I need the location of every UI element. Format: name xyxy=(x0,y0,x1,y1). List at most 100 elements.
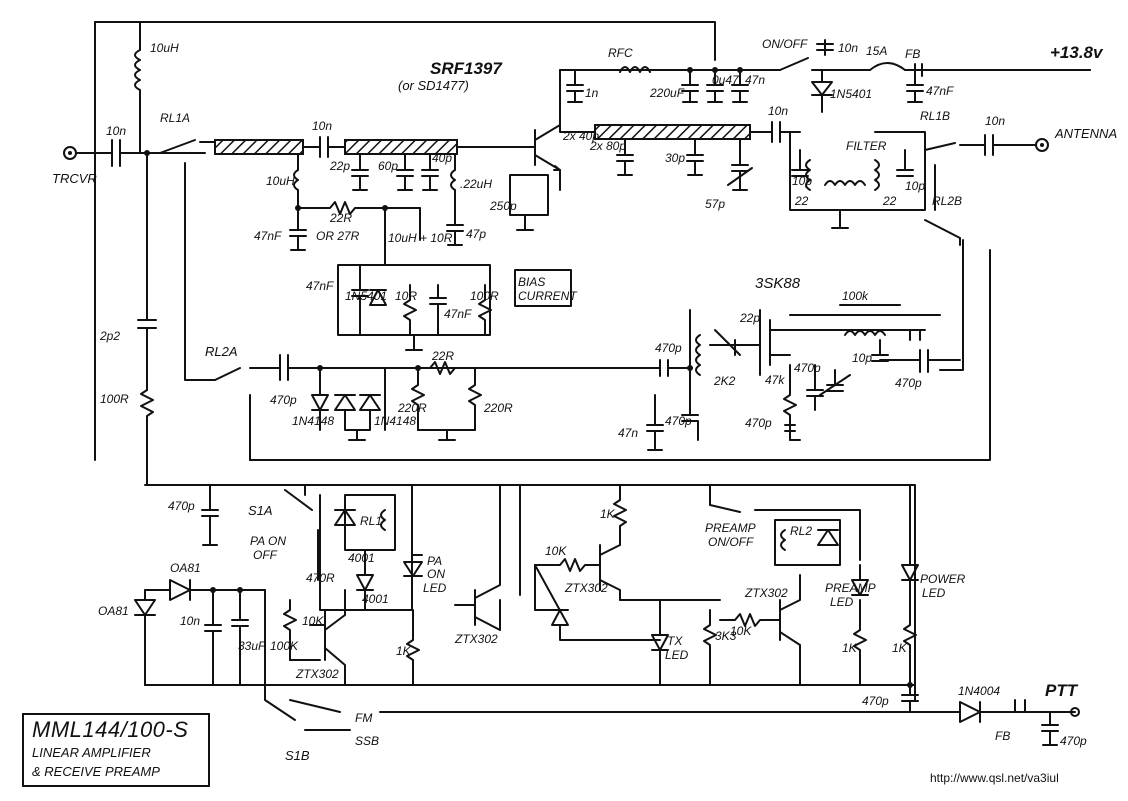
label-l-10uh-b: 10uH xyxy=(266,174,295,188)
preamp-led xyxy=(851,564,869,686)
label-d-in4148-b: 1N4148 xyxy=(374,414,416,428)
label-on-off: ON/OFF xyxy=(762,37,808,51)
title-line2: LINEAR AMPLIFIER xyxy=(32,745,151,760)
label-c-470p-a: 470p xyxy=(270,393,297,407)
label-d-in4148-a: 1N4148 xyxy=(292,414,334,428)
rf-detector xyxy=(134,579,297,686)
label-rl1: RL1 xyxy=(360,514,382,528)
label-pa-alt: (or SD1477) xyxy=(398,78,469,93)
label-l-2k2: 2K2 xyxy=(713,374,736,388)
label-c-470p-e: 470p xyxy=(665,414,692,428)
label-bias-2: CURRENT xyxy=(518,289,578,303)
label-c-10p-a: 10p xyxy=(792,174,812,188)
label-c-22-b: 22 xyxy=(882,194,897,208)
label-fm: FM xyxy=(355,711,372,725)
label-c-470p-ptt: 470p xyxy=(1060,734,1087,748)
label-r-1k-d: 1K xyxy=(892,641,908,655)
label-c-47n-top: 47n xyxy=(745,73,765,87)
label-fb-top: FB xyxy=(905,47,920,61)
rl2b-switch xyxy=(924,164,964,371)
label-r-100r: 100R xyxy=(100,392,129,406)
label-filter: FILTER xyxy=(846,139,887,153)
base-caps xyxy=(509,174,549,231)
label-c-470p-b: 470p xyxy=(655,341,682,355)
label-d-in5401-b: 1N5401 xyxy=(345,289,387,303)
label-c-0u47: 0u47 xyxy=(712,73,740,87)
preamp-attenuator xyxy=(411,361,482,441)
rfc-inductor xyxy=(619,66,651,73)
tx-led xyxy=(619,599,721,686)
label-s1b: S1B xyxy=(285,748,310,763)
label-l-10uh-top: 10uH xyxy=(150,41,179,55)
junctions xyxy=(210,67,913,688)
label-ptt: PTT xyxy=(1045,681,1079,700)
label-c-470p-c: 470p xyxy=(794,361,821,375)
label-oa81-a: OA81 xyxy=(170,561,201,575)
rl1-relay xyxy=(334,494,396,611)
preamp-fet-stage xyxy=(646,304,961,451)
label-s1a: S1A xyxy=(248,503,273,518)
q-ztx302-preamp xyxy=(719,574,801,686)
title-line3: & RECEIVE PREAMP xyxy=(32,764,160,779)
label-c-10n-sw: 10n xyxy=(838,41,858,55)
label-c-22p-a: 22p xyxy=(329,159,350,173)
label-c-33uf: 33uF xyxy=(238,639,266,653)
q-ztx302-drv xyxy=(454,484,521,631)
label-bias-1: BIAS xyxy=(518,275,545,289)
label-rl2b: RL2B xyxy=(932,194,962,208)
input-inductor xyxy=(134,21,141,154)
label-pa-led-2: ON xyxy=(427,567,445,581)
label-c-47nf-b: 47nF xyxy=(306,279,334,293)
label-c-2x80p: 2x 80p xyxy=(589,139,626,153)
label-pa-transistor: SRF1397 xyxy=(430,59,503,78)
label-l-22uh: .22uH xyxy=(460,177,492,191)
q-ztx302-tx xyxy=(534,484,661,641)
collector-caps xyxy=(616,121,801,191)
label-power-led-2: LED xyxy=(922,586,946,600)
label-q-ztx302-d: ZTX302 xyxy=(744,586,788,600)
label-ssb: SSB xyxy=(355,734,379,748)
stripline-output xyxy=(594,124,751,140)
label-c-10n-out: 10n xyxy=(768,104,788,118)
label-c-220uf: 220uF xyxy=(649,86,685,100)
label-r-10k-c: 10K xyxy=(730,624,752,638)
label-c-470p-f: 470p xyxy=(745,416,772,430)
label-d-in4004: 1N4004 xyxy=(958,684,1000,698)
label-oa81-b: OA81 xyxy=(98,604,129,618)
q-ztx302-sw xyxy=(289,589,346,686)
label-c-2p2: 2p2 xyxy=(99,329,120,343)
label-c-47nf-a: 47nF xyxy=(254,229,282,243)
s1a-switch xyxy=(284,484,413,611)
label-pa-on: PA ON xyxy=(250,534,286,548)
stripline-input xyxy=(214,139,304,155)
pa-transistor xyxy=(456,124,596,191)
label-c-470p-g: 470p xyxy=(168,499,195,513)
label-fb-low: FB xyxy=(995,729,1010,743)
label-r-470r: 470R xyxy=(306,571,335,585)
ferrite-bead-supply xyxy=(904,63,924,103)
preamp-protection xyxy=(311,367,386,441)
label-c-30p: 30p xyxy=(665,151,685,165)
decouple-470p-low xyxy=(901,684,919,713)
label-trcvr: TRCVR xyxy=(52,171,97,186)
label-r-10k-a: 10K xyxy=(302,614,324,628)
label-r-27r: OR 27R xyxy=(316,229,360,243)
label-d-4001-a: 4001 xyxy=(348,551,375,565)
label-rl2: RL2 xyxy=(790,524,812,538)
rl1b-switch xyxy=(924,134,1049,156)
label-supply: +13.8v xyxy=(1050,43,1104,62)
label-r-100k-b: 100K xyxy=(270,639,299,653)
label-pa-led-3: LED xyxy=(423,581,447,595)
label-r-220r-a: 220R xyxy=(397,401,427,415)
label-c-10n-mid: 10n xyxy=(312,119,332,133)
watermark-url: http://www.qsl.net/va3iul xyxy=(930,771,1059,785)
label-c-60p: 60p xyxy=(378,159,398,173)
rl1a-switch xyxy=(159,139,216,381)
label-r-10r: 10R xyxy=(395,289,417,303)
label-d-4001-b: 4001 xyxy=(362,592,389,606)
label-tx-led-1: TX xyxy=(667,634,683,648)
s1b-switch xyxy=(264,684,351,731)
label-r-1k-c: 1K xyxy=(842,641,858,655)
label-rfc: RFC xyxy=(608,46,633,60)
label-c-1n: 1n xyxy=(585,86,599,100)
